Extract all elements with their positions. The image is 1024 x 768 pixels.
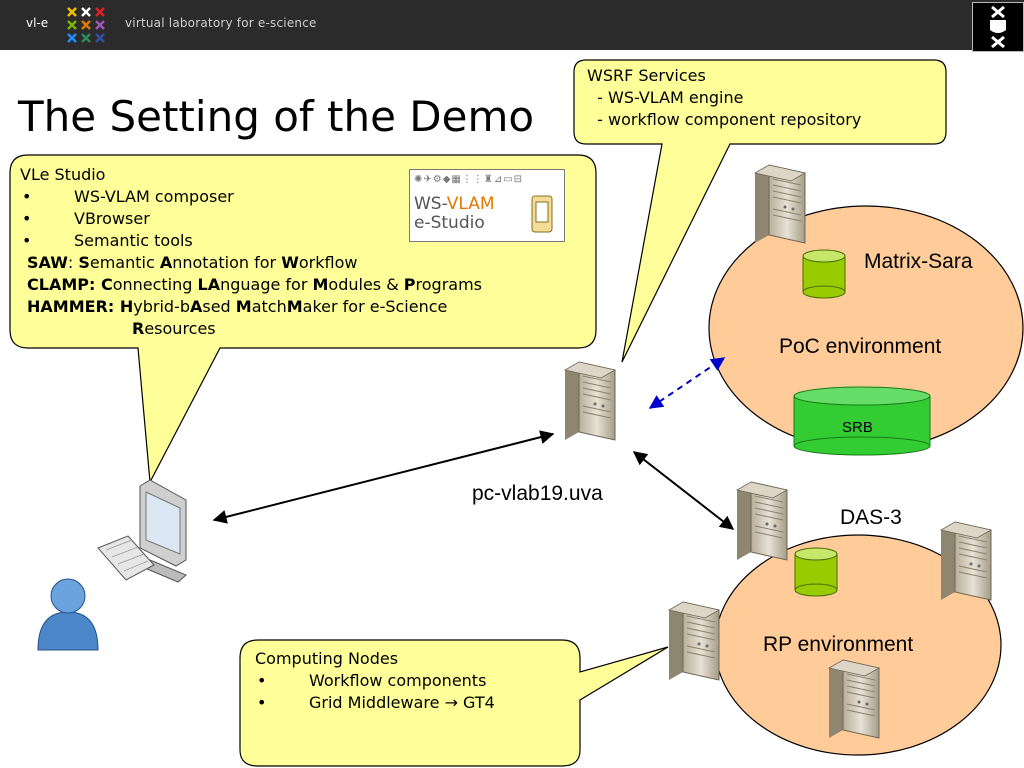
server-icon-rp-2 <box>828 659 880 739</box>
server-icon-rp-1 <box>668 601 720 681</box>
acronym-line: CLAMP: Connecting LAnguage for Modules &… <box>27 275 482 294</box>
computing-callout-text: Computing Nodes •Workflow components •Gr… <box>255 648 495 714</box>
ws-vlam-estudio-logo: ✺✈⚙◆▦⋮⋮♜⊿▭⊟ WS-VLAM e-Studio <box>409 169 565 242</box>
acronym-line: Resources <box>132 319 216 338</box>
list-item: •Semantic tools <box>22 231 193 250</box>
storage-cylinder-icon-das <box>794 547 838 597</box>
acronym-line: HAMMER: Hybrid-bAsed MatchMaker for e-Sc… <box>27 297 448 316</box>
arrow-server-to-das <box>632 451 735 530</box>
header-bar: vl-e virtual laboratory for e-science <box>0 0 1024 52</box>
workstation-icon <box>97 479 187 583</box>
server-icon-das-1 <box>736 481 788 561</box>
srb-cylinder-icon <box>793 386 931 456</box>
wsrf-line: - WS-VLAM engine <box>587 88 744 107</box>
list-item: •WS-VLAM composer <box>22 187 234 206</box>
vle-heading: VLe Studio <box>20 165 106 184</box>
server-icon-matrix <box>754 164 806 244</box>
wsrf-line: - workflow component repository <box>587 110 862 129</box>
acronym-line: SAW: Semantic Annotation for Workflow <box>27 253 358 272</box>
estudio-ws: WS- <box>414 194 447 214</box>
brand-text: vl-e <box>26 16 49 30</box>
server-icon-central <box>564 361 616 441</box>
brand-tagline: virtual laboratory for e-science <box>125 16 317 30</box>
server-icon-das-2 <box>940 521 992 601</box>
wsrf-callout <box>573 59 947 363</box>
user-icon <box>37 578 99 651</box>
page-title: The Setting of the Demo <box>18 92 535 141</box>
wsrf-callout-text: WSRF Services - WS-VLAM engine - workflo… <box>587 65 861 131</box>
wsrf-line: WSRF Services <box>587 66 706 85</box>
srb-label: SRB <box>842 419 873 436</box>
device-icon <box>531 195 553 233</box>
list-item: •VBrowser <box>22 209 150 228</box>
poc-environment-label: PoC environment <box>779 335 942 358</box>
dashed-arrow-server-to-poc <box>648 357 726 409</box>
matrix-sara-label: Matrix-Sara <box>864 250 973 273</box>
rp-environment-label: RP environment <box>763 633 914 656</box>
vle-callout-text: VLe Studio •WS-VLAM composer •VBrowser •… <box>20 164 482 340</box>
tool-icons: ✺✈⚙◆▦⋮⋮♜⊿▭⊟ <box>414 174 524 185</box>
vle-logo-icon <box>67 7 105 43</box>
uva-logo-icon <box>972 2 1024 52</box>
list-item: •Grid Middleware → GT4 <box>257 693 495 712</box>
das-3-label: DAS-3 <box>840 506 902 529</box>
computing-callout <box>239 639 669 767</box>
pc-vlab19-label: pc-vlab19.uva <box>472 482 603 505</box>
arrow-user-to-server <box>212 430 555 524</box>
computing-heading: Computing Nodes <box>255 649 399 668</box>
estudio-vlam: VLAM <box>446 194 495 214</box>
list-item: •Workflow components <box>257 671 487 690</box>
storage-cylinder-icon-matrix <box>802 249 846 299</box>
estudio-name: e-Studio <box>414 213 485 233</box>
